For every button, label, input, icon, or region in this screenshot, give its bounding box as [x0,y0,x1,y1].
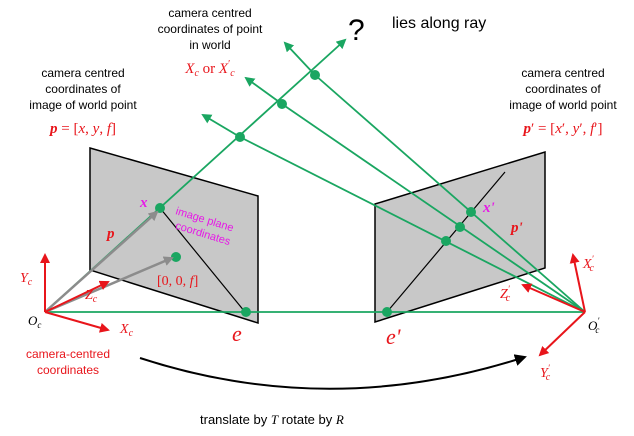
Zc-prime-label: Z′c [500,284,511,304]
epipole-e [241,307,251,317]
p-vector-arrow [44,210,159,313]
right-axis-Y [538,311,586,357]
right-image-math: p′ = [x′, y′, f′] [521,121,602,137]
right-axis-Z [521,283,586,313]
cam-coords-point-line3: in world [189,38,230,52]
translate-rotate-caption: translate by T rotate by R [200,412,344,427]
right-image-point-1 [441,236,451,246]
right-image-plane [374,150,546,324]
Zc-label: Zc [85,288,98,305]
left-image-math: p = [x, y, f] [48,121,116,137]
right-axis-X [569,253,586,313]
cam-coords-point-line2: coordinates of point [158,22,263,36]
Xc-prime-label: X′c [582,254,595,274]
right-image-line3: image of world point [509,98,617,112]
e-label: e [232,321,242,346]
left-axis-Z [44,280,110,313]
left-image-plane [89,147,259,325]
ray-ext-3 [283,41,316,76]
principal-point-label: [0, 0, f] [157,274,198,289]
p-prime-label: p' [509,220,523,236]
cam-coords-point-line1: camera centred [168,6,251,20]
Oc-label: Oc [28,313,41,330]
right-ray-3 [314,74,586,313]
left-image-line1: camera centred [41,66,124,80]
left-image-line2: coordinates of [45,82,121,96]
question-mark: ? [348,14,365,47]
e-prime-label: e' [386,324,401,349]
ray-ext-1 [201,113,241,138]
right-image-line1: camera centred [521,66,604,80]
x-prime-label: x' [482,200,495,216]
image-point-x [155,203,165,213]
world-point-3 [310,70,320,80]
right-image-point-3 [466,207,476,217]
world-point-2 [277,99,287,109]
world-point-1 [235,132,245,142]
epipole-e-prime [382,307,392,317]
camera-centred-line1: camera-centred [26,347,110,361]
x-label: x [139,195,148,211]
left-axis-X [44,311,110,333]
Xc-label: Xc [119,322,134,339]
Yc-prime-label: Y′c [540,363,551,383]
right-image-point-2 [455,222,465,232]
Yc-label: Yc [20,271,33,288]
right-ray-1 [239,136,586,313]
principal-point [171,252,181,262]
left-epipolar-line [159,207,246,313]
right-image-line2: coordinates of [525,82,601,96]
left-image-line3: image of world point [29,98,137,112]
ray-ext-2 [244,76,283,105]
camera-centred-line2: coordinates [37,363,99,377]
p-label: p [105,226,115,242]
lies-along-ray: lies along ray [392,15,486,32]
transform-arrow [139,354,527,390]
right-ray-2 [281,103,586,313]
Oc-prime-label: O′c [588,316,600,335]
world-point-math: Xc or X′c [184,59,235,79]
